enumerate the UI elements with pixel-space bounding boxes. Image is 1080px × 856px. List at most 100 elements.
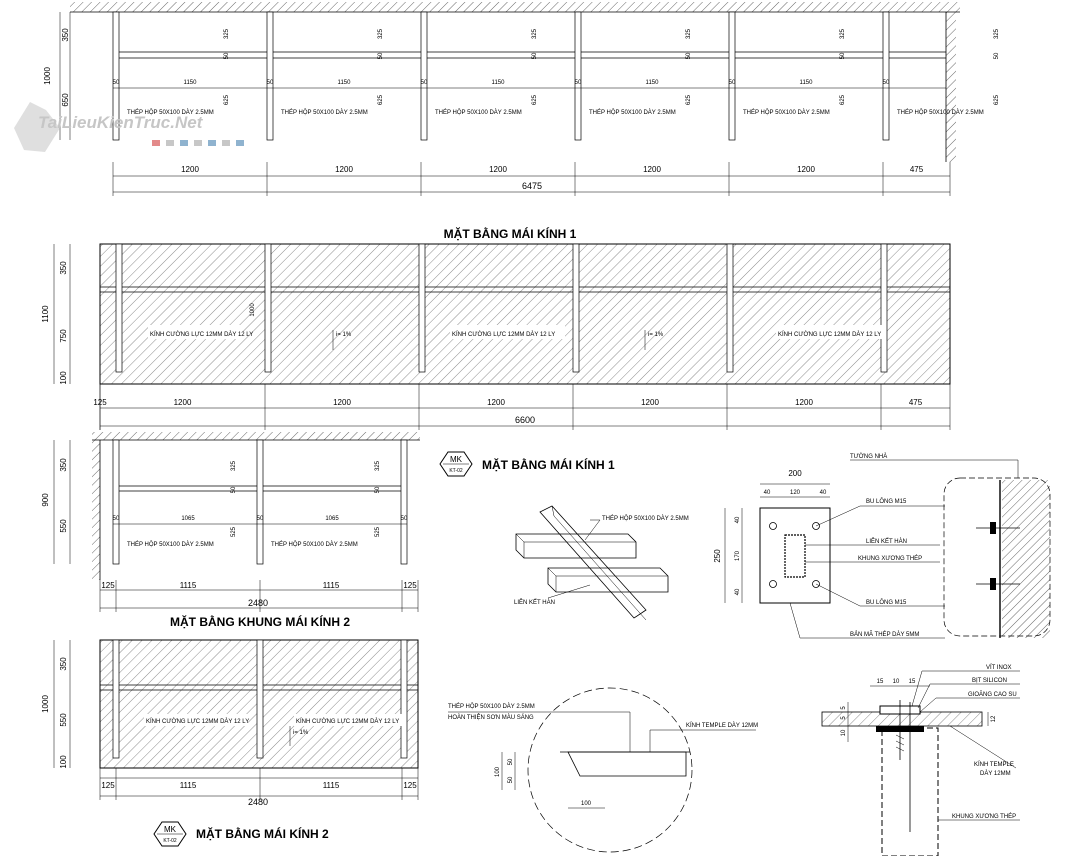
roof2-bay-2: 1115 [180,781,197,790]
roof2-post [256,639,264,759]
glass-label-1: KÍNH TEMPLE [974,761,1014,768]
plan1-post-dim-c: 625 [224,94,230,105]
plan1-post [112,11,120,141]
roof2-bay-3: 1115 [323,781,340,790]
base-plate-detail: TƯỜNG NHÀ 200 40 120 40 250 40 170 40 BU… [713,453,1051,639]
plan1-span-11: 50 [883,80,890,86]
section-dim-4: 100 [581,801,592,807]
iso-member-label: THÉP HỘP 50X100 DÀY 2.5MM [602,515,689,522]
bolt-top-label: BU LÔNG M15 [866,498,907,505]
plan1-post-dim-b: 50 [532,52,538,59]
plan1-post-dim-a: 325 [686,28,692,39]
plan2-dim-v-1: 350 [59,458,68,472]
plan1-post [882,11,890,141]
section-detail: THÉP HỘP 50X100 DÀY 2.5MM HOÀN THIỆN SƠN… [448,687,758,853]
wall-label: TƯỜNG NHÀ [850,453,887,460]
roof2-badge-bottom: KT-02 [163,838,177,844]
plan1-post-dim-c: 625 [532,94,538,105]
plan2-span-2: 1065 [181,516,195,522]
roof1-bay-7: 475 [909,398,923,407]
roof1-glass-label-3: KÍNH CƯỜNG LỰC 12MM DÀY 12 LY [778,331,881,338]
weld-label: LIÊN KẾT HÀN [866,537,907,545]
plan1-total: 6475 [522,181,542,191]
roof-2-plan: KÍNH CƯỜNG LỰC 12MM DÀY 12 LY KÍNH CƯỜNG… [41,639,419,847]
plan1-post-dim-b: 50 [378,52,384,59]
plan1-bay-5: 1200 [797,165,815,174]
roof2-dim-v-2: 550 [59,713,68,727]
plan1-bay-3: 1200 [489,165,507,174]
roof2-post [400,639,408,759]
plan1-post-dim-a: 325 [994,28,1000,39]
plan2-post [256,439,264,565]
roof1-bay-4: 1200 [487,398,505,407]
frame-label-fix: KHUNG XƯƠNG THÉP [952,813,1016,820]
plan2-span-1: 50 [113,516,120,522]
screw-label: VÍT INOX [986,664,1012,671]
roof1-glass-label-2: KÍNH CƯỜNG LỰC 12MM DÀY 12 LY [452,331,555,338]
plan1-bay-2: 1200 [335,165,353,174]
plate-top-dim-2: 120 [790,490,801,496]
roof2-dim-v-3: 100 [59,755,68,769]
plan1-member-label: THÉP HỘP 50X100 DÀY 2.5MM [589,109,676,116]
plan2-post-dim-b: 50 [231,486,237,493]
plan1-span-8: 1150 [646,80,660,86]
roof-1-plan: KÍNH CƯỜNG LỰC 12MM DÀY 12 LY KÍNH CƯỜNG… [41,243,951,430]
plan1-bay-1: 1200 [181,165,199,174]
plan1-bay-4: 1200 [643,165,661,174]
plan1-post-dim-b: 50 [994,52,1000,59]
plan1-post-dim-c: 625 [378,94,384,105]
section-member-label: THÉP HỘP 50X100 DÀY 2.5MM [448,703,535,710]
plan1-post-dim-b: 50 [840,52,846,59]
plate-side-dim-1: 40 [735,516,741,523]
plan1-dim-v-total: 1000 [43,67,52,85]
roof1-glass-label-1: KÍNH CƯỜNG LỰC 12MM DÀY 12 LY [150,331,253,338]
bolt-bottom-label: BU LÔNG M15 [866,599,907,606]
plan1-span-5: 50 [421,80,428,86]
plan1-span-2: 1150 [184,80,198,86]
plan2-span-4: 1065 [325,516,339,522]
roof1-inner-dim: 1000 [250,303,256,317]
plan1-title: MẶT BẰNG MÁI KÍNH 1 [444,226,577,241]
plan2-span-5: 50 [401,516,408,522]
roof1-post [418,243,426,373]
gasket-label: GIOĂNG CAO SU [968,691,1017,698]
roof2-total: 2480 [248,797,268,807]
plan1-member-label: THÉP HỘP 50X100 DÀY 2.5MM [281,109,368,116]
plan1-post [574,11,582,141]
frame-label: KHUNG XƯƠNG THÉP [858,555,922,562]
section-finish-label: HOÀN THIỆN SƠN MÀU SÁNG [448,713,534,721]
plan1-member-label: THÉP HỘP 50X100 DÀY 2.5MM [897,109,984,116]
roof2-bay-1: 125 [101,781,115,790]
plan1-member-label: THÉP HỘP 50X100 DÀY 2.5MM [127,109,214,116]
plate-top-dim-3: 40 [820,490,827,496]
roof1-total: 6600 [515,415,535,425]
roof2-post [112,639,120,759]
roof1-bay-1: 125 [93,398,107,407]
plan2-post-dim-c: 525 [375,526,381,537]
roof2-bay-4: 125 [403,781,417,790]
plate-label: BẢN MÃ THÉP DÀY 5MM [850,631,919,638]
roof1-dim-v-total: 1100 [41,305,50,323]
roof1-post [572,243,580,373]
plan1-span-6: 1150 [492,80,506,86]
section-dim-3: 50 [508,776,514,783]
plan1-post-dim-c: 625 [840,94,846,105]
plan2-post-dim-b: 50 [375,486,381,493]
fix-side-dim-2: 5 [841,716,847,720]
plan1-post-dim-a: 325 [532,28,538,39]
roof1-post [880,243,888,373]
plan2-bay-4: 125 [403,581,417,590]
roof1-bay-5: 1200 [641,398,659,407]
silicone-label: BỊT SILICON [972,678,1007,684]
fix-top-dim-2: 10 [893,679,900,685]
roof1-bay-2: 1200 [174,398,192,407]
plate-width: 200 [788,469,802,478]
roof2-glass-label-1: KÍNH CƯỜNG LỰC 12MM DÀY 12 LY [146,718,249,725]
roof1-post [115,243,123,373]
plan2-total: 2480 [248,598,268,608]
roof2-title: MẶT BẰNG MÁI KÍNH 2 [196,826,329,841]
roof1-bay-3: 1200 [333,398,351,407]
